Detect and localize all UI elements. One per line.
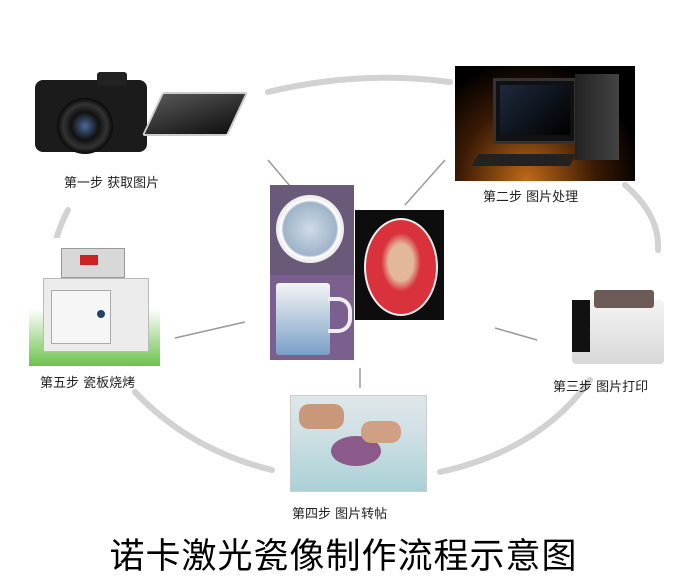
- printer-icon: [568, 286, 668, 366]
- oval-portrait-image: [355, 210, 444, 320]
- arc-right: [622, 182, 662, 253]
- step-5-label: 第五步 瓷板烧烤: [40, 376, 136, 391]
- arc-left: [53, 207, 71, 243]
- step-4-label: 第四步 图片转帖: [292, 507, 388, 522]
- arc-bottom-right: [437, 377, 593, 475]
- kiln-oven-icon: [29, 238, 160, 366]
- diagram-title: 诺卡激光瓷像制作流程示意图: [109, 537, 578, 577]
- arc-top: [265, 74, 453, 95]
- computer-icon: [455, 66, 635, 181]
- connector-5: [174, 321, 246, 339]
- portrait-plate-image: [270, 185, 354, 275]
- transfer-photo-image: [290, 395, 427, 492]
- step-3-label: 第三步 图片打印: [553, 380, 649, 395]
- ceramic-mug-image: [270, 275, 354, 360]
- connector-2: [404, 159, 446, 206]
- camera-icon: [35, 68, 150, 160]
- connector-3: [494, 327, 538, 341]
- step-1-label: 第一步 获取图片: [64, 176, 160, 191]
- arc-bottom-left: [132, 389, 275, 473]
- step-2-label: 第二步 图片处理: [483, 190, 579, 205]
